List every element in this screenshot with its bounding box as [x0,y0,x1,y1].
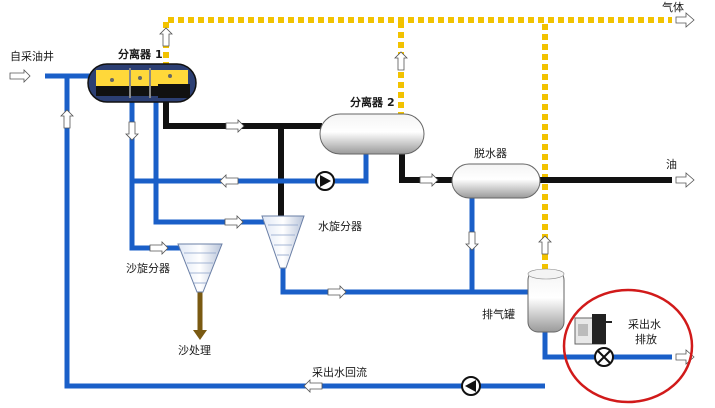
water-line-to-hydrocyclone [153,100,268,225]
pump-recycle [461,376,481,396]
gas-label: 气体 [662,0,684,14]
separator2-number: 2 [387,96,395,109]
gas-line-separator1 [163,17,672,68]
discharge-label-line1: 采出水 [628,317,661,331]
arrow-right-icon [224,215,244,229]
pump-upper [315,171,335,191]
sand-arrow-icon [193,330,207,340]
flow-arrows [9,12,695,393]
water-line-sep1-to-sep2-water [132,150,369,184]
arrow-left-icon [303,379,323,393]
arrow-right-icon [675,172,695,188]
water-line-sep1-to-desander [129,100,200,251]
arrow-left-icon [219,174,239,188]
arrow-right-icon [327,285,347,299]
oil-line-sep2-to-dehydrator [399,150,455,183]
water-line-degasser-out [542,330,672,360]
hydrocyclone [261,215,305,269]
degasser-label: 排气罐 [482,307,515,321]
arrow-right-icon [675,12,695,28]
arrow-down-icon [465,231,479,251]
inlet-label: 自采油井 [10,49,54,63]
highlight-circle [562,288,694,404]
recycle-label: 采出水回流 [312,365,367,379]
discharge-label-line2: 排放 [635,332,657,346]
arrow-up-icon [538,235,552,255]
separator2-label-text: 分离器 [350,95,384,109]
dehydrator [451,163,541,199]
arrow-right-icon [149,241,169,255]
degasser-tank [527,268,565,333]
arrow-right-icon [225,119,245,133]
arrow-up-icon [60,109,74,129]
hydrocyclone-label: 水旋分器 [318,219,362,233]
valve-icon [594,347,614,367]
arrow-up-icon [159,27,173,47]
water-line-hydrocyclone-out [280,196,475,295]
separator-1 [87,63,197,103]
desander-label: 沙旋分器 [126,261,170,275]
arrow-right-icon [9,69,31,83]
dehydrator-label: 脱水器 [474,146,507,160]
separator-2 [319,113,425,155]
oil-lines [163,98,672,216]
oil-line-sep1-to-sep2 [163,98,322,129]
arrow-right-icon [419,173,439,187]
separator1-label-text: 分离器 [118,47,152,61]
sand-label: 沙处理 [178,344,211,357]
oil-label: 油 [666,157,677,171]
separator1-number: 1 [155,48,163,61]
desander [177,243,223,293]
analyzer-unit [574,314,612,345]
arrow-down-icon [125,121,139,141]
arrow-up-icon [394,51,408,71]
gas-lines [163,17,672,270]
water-line-recycle [64,76,545,389]
